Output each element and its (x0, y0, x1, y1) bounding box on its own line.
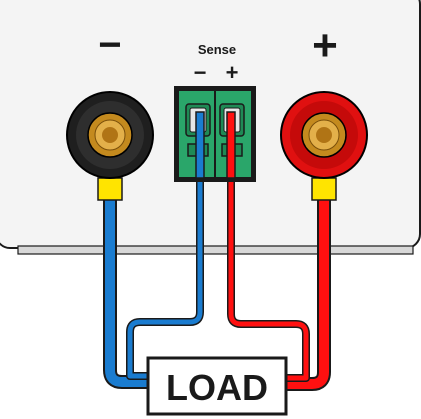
sense-minus-label: − (194, 60, 207, 85)
sense-connector (174, 86, 256, 182)
sense-plus-label: + (226, 60, 239, 85)
wires (103, 118, 331, 391)
plus-terminal-label: + (312, 21, 338, 70)
negative-terminal (66, 91, 154, 179)
load-label: LOAD (166, 367, 268, 408)
minus-terminal-label: − (98, 23, 121, 67)
positive-cable-lug (311, 177, 337, 201)
positive-terminal (280, 91, 368, 179)
sense-title: Sense (198, 42, 236, 57)
negative-cable-lug (97, 177, 123, 201)
load-box: LOAD (146, 356, 288, 416)
